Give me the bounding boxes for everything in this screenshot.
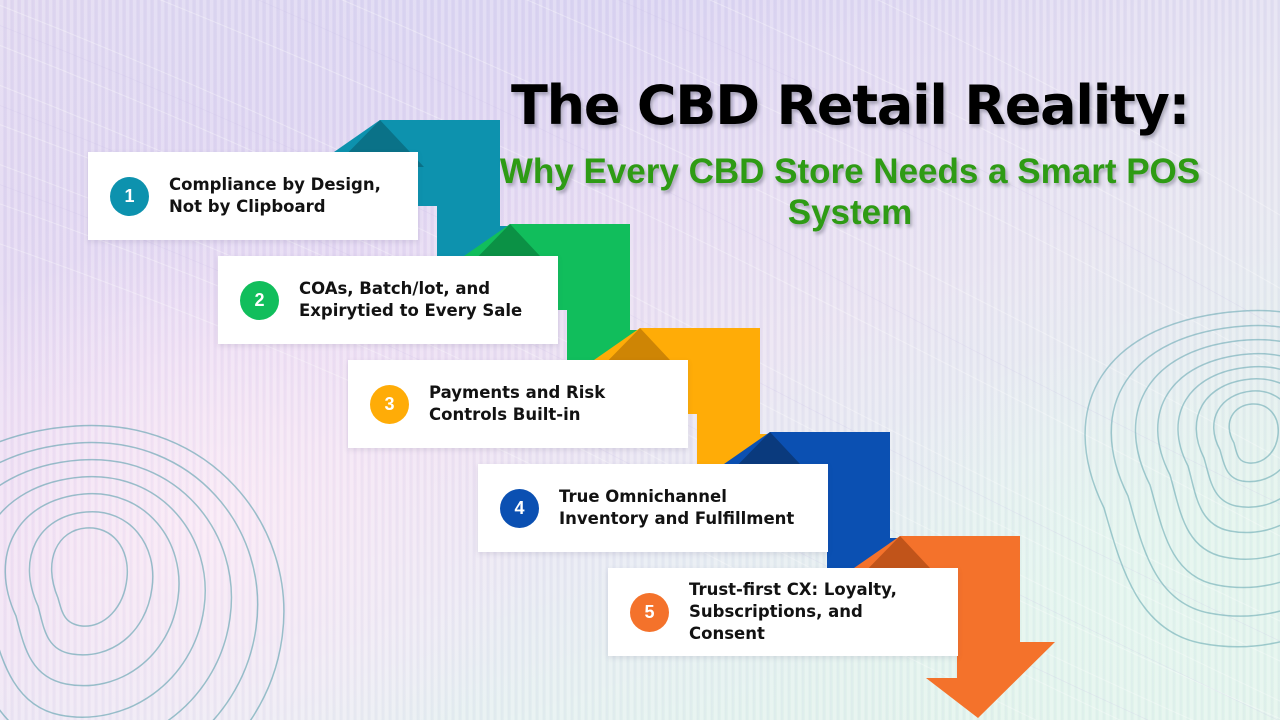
step-number-badge-3: 3 bbox=[370, 384, 409, 424]
step-label-1: Compliance by Design, Not by Clipboard bbox=[169, 175, 381, 216]
step-label-3: Payments and Risk Controls Built-in bbox=[429, 383, 606, 424]
step-card-3[interactable]: 3 Payments and Risk Controls Built-in bbox=[348, 360, 688, 448]
step-number-badge-1: 1 bbox=[110, 176, 149, 216]
step-card-2[interactable]: 2 COAs, Batch/lot, and Expirytied to Eve… bbox=[218, 256, 558, 344]
topographic-contours-right bbox=[1084, 309, 1280, 648]
page-subtitle: Why Every CBD Store Needs a Smart POS Sy… bbox=[499, 152, 1201, 232]
step-number-badge-5: 5 bbox=[630, 592, 669, 632]
step-label-5: Trust-first CX: Loyalty, Subscriptions, … bbox=[689, 580, 897, 643]
step-label-4: True Omnichannel Inventory and Fulfillme… bbox=[559, 487, 795, 528]
title-block: The CBD Retail Reality: Why Every CBD St… bbox=[470, 74, 1230, 233]
step-card-4[interactable]: 4 True Omnichannel Inventory and Fulfill… bbox=[478, 464, 828, 552]
step-label-2: COAs, Batch/lot, and Expirytied to Every… bbox=[299, 279, 523, 320]
page-title: The CBD Retail Reality: bbox=[510, 74, 1190, 137]
step-number-badge-2: 2 bbox=[240, 280, 279, 320]
topographic-contours-left bbox=[0, 424, 285, 720]
step-card-5[interactable]: 5 Trust-first CX: Loyalty, Subscriptions… bbox=[608, 568, 958, 656]
step-card-1[interactable]: 1 Compliance by Design, Not by Clipboard bbox=[88, 152, 418, 240]
step-number-badge-4: 4 bbox=[500, 488, 539, 528]
